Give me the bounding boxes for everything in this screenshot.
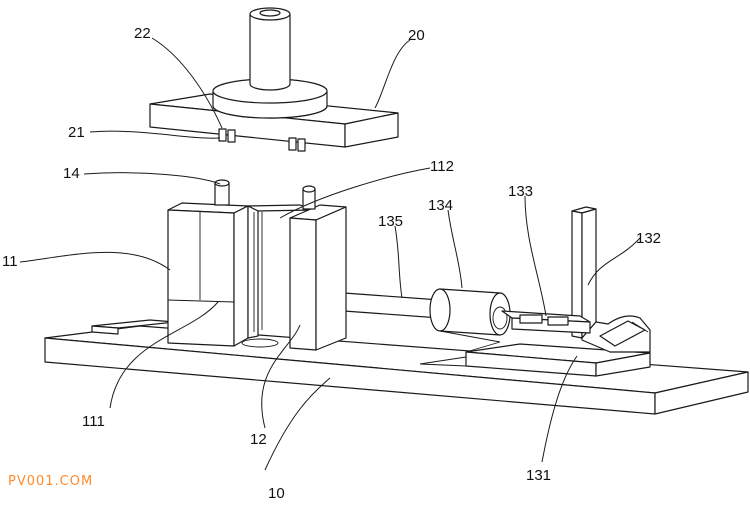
label-11: 11 bbox=[2, 253, 18, 270]
watermark: PV001.COM bbox=[8, 474, 94, 489]
label-135: 135 bbox=[378, 213, 403, 230]
label-111: 111 bbox=[82, 413, 105, 430]
label-21: 21 bbox=[68, 124, 85, 141]
label-20: 20 bbox=[408, 27, 425, 44]
label-133: 133 bbox=[508, 183, 533, 200]
label-14: 14 bbox=[63, 165, 80, 182]
left-guide-block bbox=[167, 202, 249, 347]
label-10: 10 bbox=[268, 485, 285, 502]
label-131: 131 bbox=[526, 467, 551, 484]
label-132: 132 bbox=[636, 230, 661, 247]
slide-block bbox=[419, 343, 651, 377]
press-plate bbox=[149, 7, 399, 152]
leader-lines bbox=[19, 37, 641, 471]
bracket bbox=[571, 206, 651, 353]
rear-rail bbox=[91, 319, 176, 335]
label-12: 12 bbox=[250, 431, 267, 448]
label-22: 22 bbox=[134, 25, 151, 42]
label-134: 134 bbox=[428, 197, 453, 214]
label-112: 112 bbox=[430, 158, 454, 175]
reference-numerals: 22 20 21 14 112 133 134 135 132 11 111 1… bbox=[2, 25, 661, 502]
rod-assembly bbox=[319, 288, 591, 353]
guide-pins bbox=[214, 179, 316, 210]
right-guide-block bbox=[289, 204, 347, 351]
